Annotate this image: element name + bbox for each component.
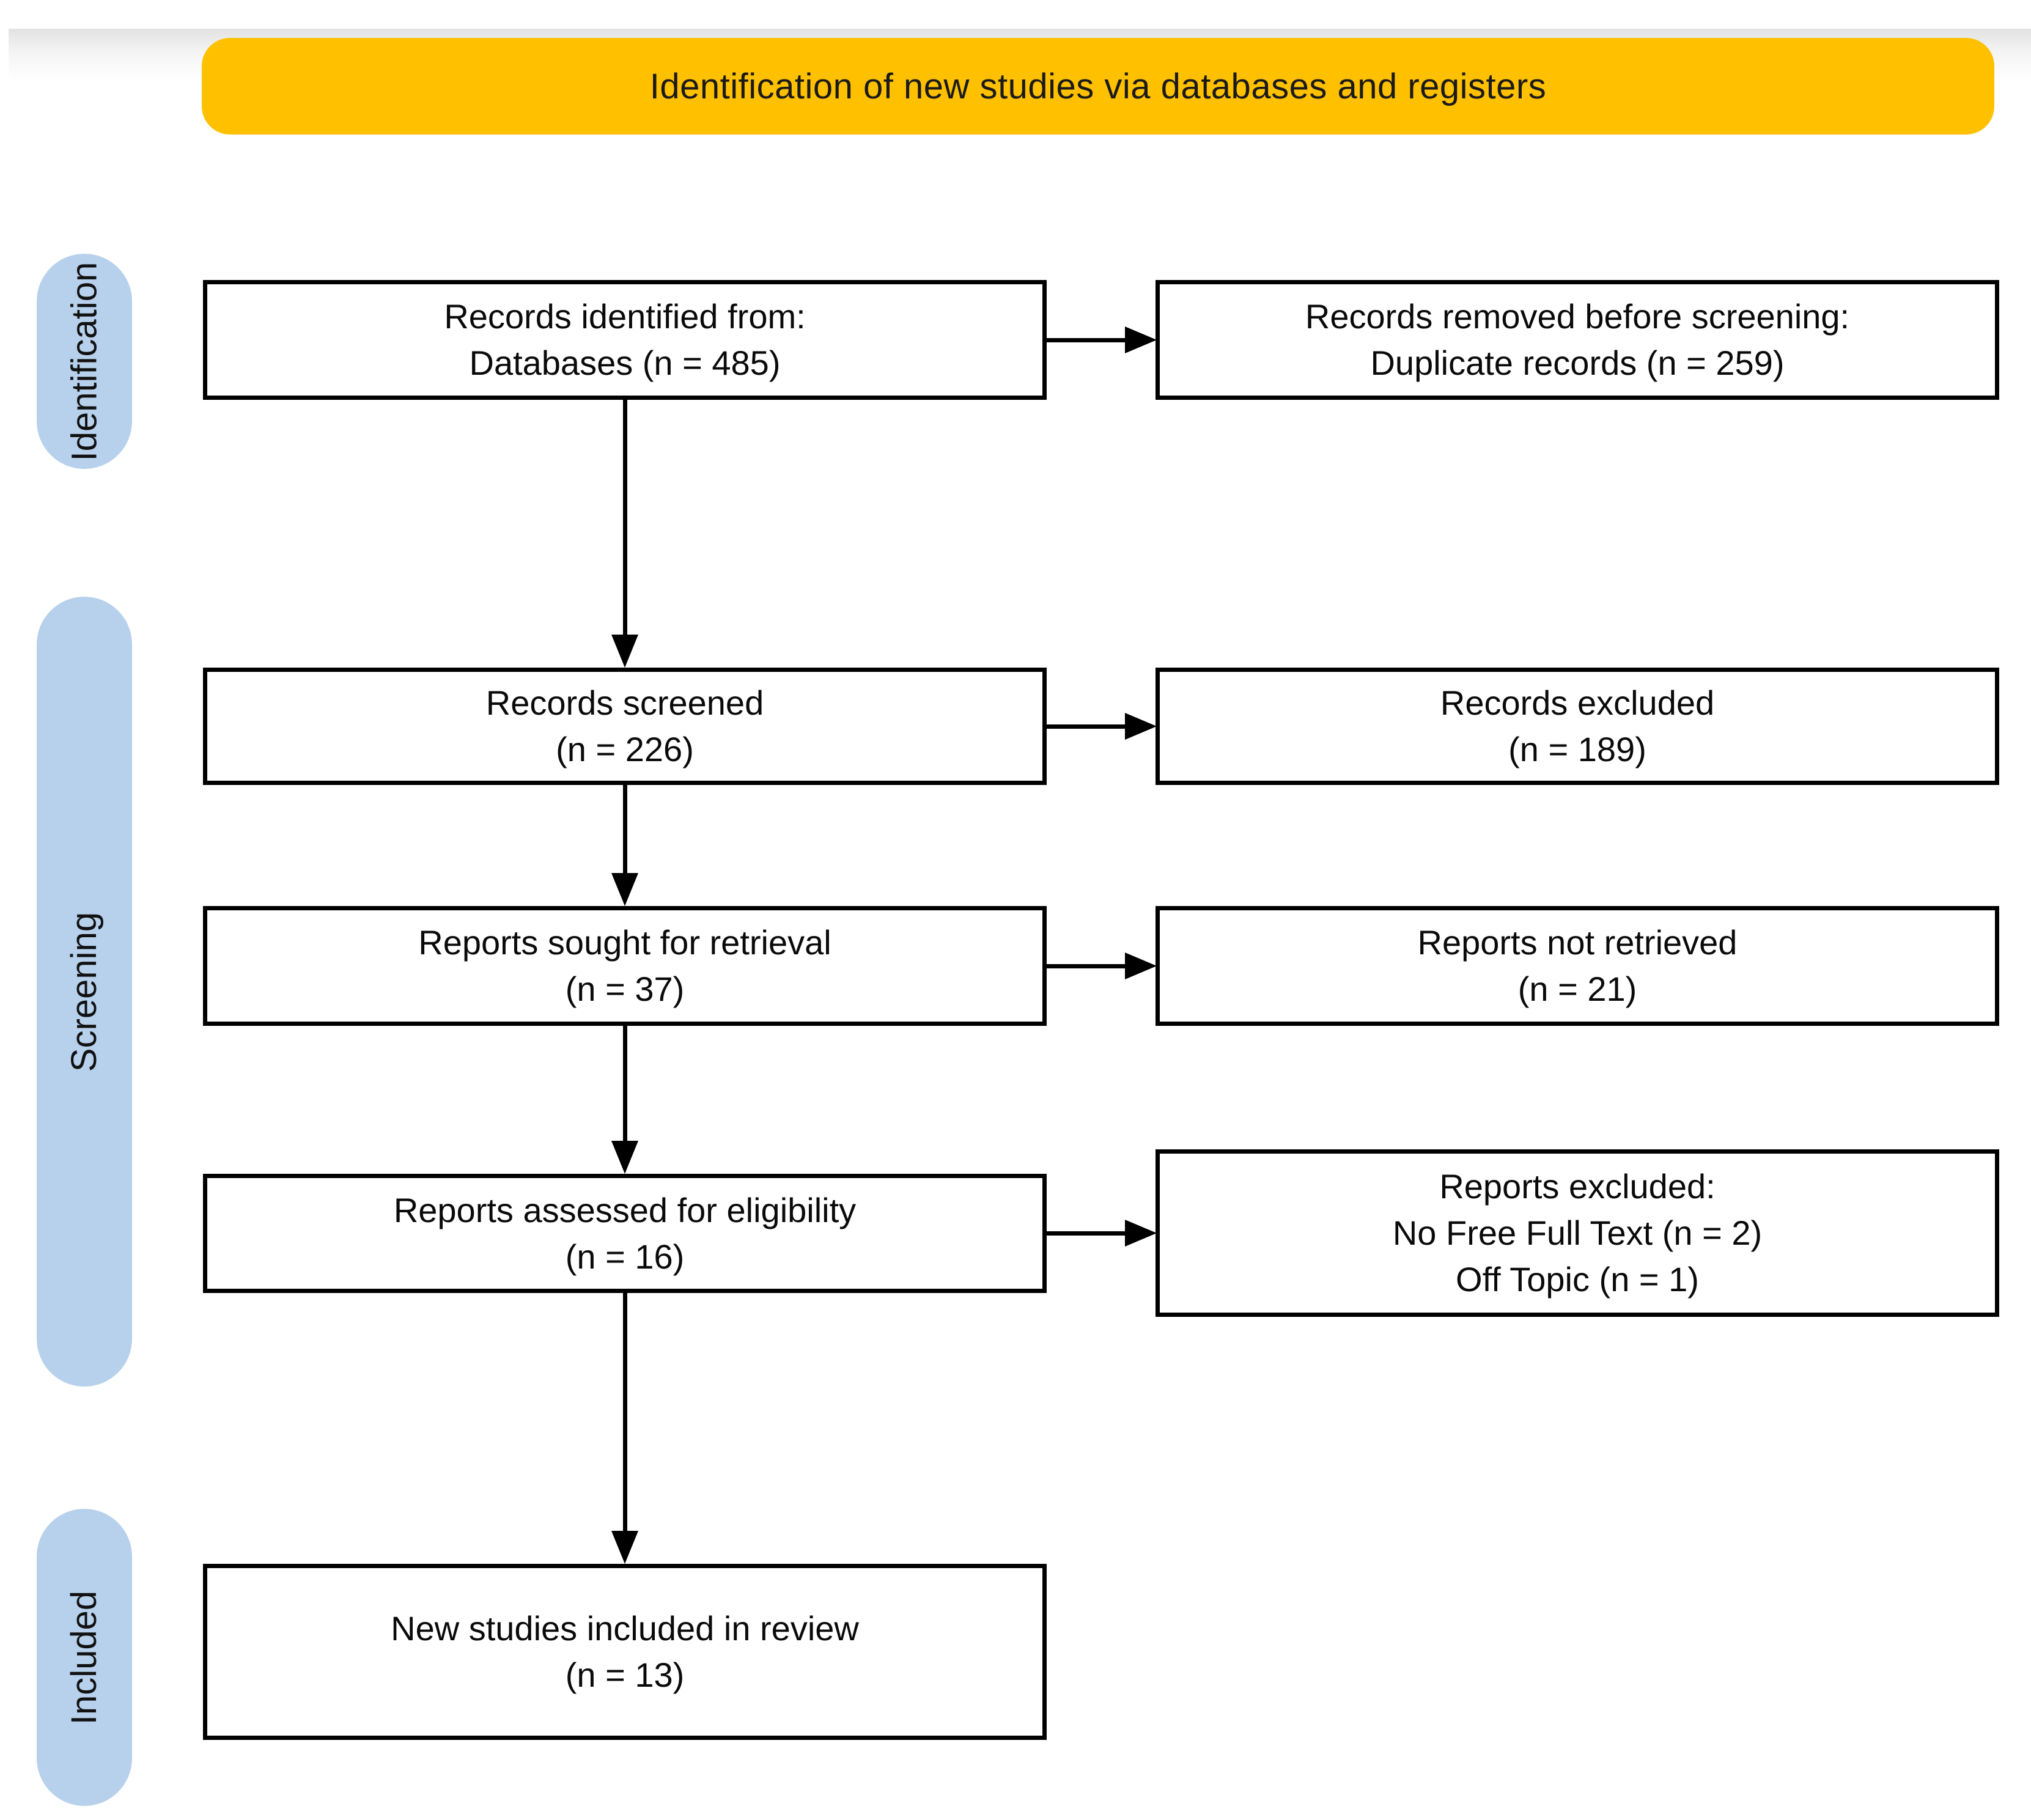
stage-label-identification: Identification <box>64 262 105 461</box>
arrow-line <box>623 1026 627 1142</box>
box-line: (n = 226) <box>556 730 694 768</box>
arrow-head-icon <box>1125 1220 1157 1247</box>
box-records-removed: Records removed before screening: Duplic… <box>1156 280 1999 400</box>
box-line: Records removed before screening: <box>1305 297 1850 336</box>
box-line: (n = 37) <box>565 970 685 1008</box>
arrow-head-icon <box>1125 952 1157 979</box>
box-line: Reports assessed for eligibility <box>393 1190 857 1229</box>
arrow-head-icon <box>1125 326 1157 353</box>
banner-title: Identification of new studies via databa… <box>202 38 1994 134</box>
box-line: Databases (n = 485) <box>469 344 781 382</box>
box-line: Records excluded <box>1440 683 1715 722</box>
box-line: (n = 16) <box>565 1237 685 1276</box>
box-records-identified: Records identified from: Databases (n = … <box>203 280 1047 400</box>
arrow-line <box>623 1293 627 1533</box>
box-line: Reports not retrieved <box>1417 923 1738 962</box>
arrow-head-icon <box>611 1531 638 1564</box>
box-new-studies-included: New studies included in review (n = 13) <box>203 1564 1047 1740</box>
box-line: Reports sought for retrieval <box>418 923 831 962</box>
box-reports-excluded: Reports excluded: No Free Full Text (n =… <box>1156 1149 1999 1317</box>
box-line: Records identified from: <box>444 297 806 336</box>
arrow-head-icon <box>611 873 638 906</box>
arrow-line <box>623 400 627 637</box>
stage-pill-included: Included <box>37 1509 132 1806</box>
arrow-line <box>1047 1231 1126 1236</box>
arrow-line <box>1047 964 1126 968</box>
box-reports-assessed: Reports assessed for eligibility (n = 16… <box>203 1174 1047 1293</box>
box-line: (n = 189) <box>1508 730 1646 768</box>
arrow-head-icon <box>1125 713 1157 740</box>
box-records-excluded: Records excluded (n = 189) <box>1156 668 1999 785</box>
stage-pill-screening: Screening <box>37 597 132 1387</box>
box-reports-sought: Reports sought for retrieval (n = 37) <box>203 906 1047 1026</box>
box-reports-not-retrieved: Reports not retrieved (n = 21) <box>1156 906 1999 1026</box>
arrow-line <box>623 785 627 875</box>
box-line: (n = 13) <box>565 1656 685 1694</box>
arrow-line <box>1047 724 1126 729</box>
box-line: Reports excluded: <box>1439 1167 1716 1206</box>
box-line: Off Topic (n = 1) <box>1456 1260 1699 1299</box>
box-line: Records screened <box>485 683 764 722</box>
stage-label-included: Included <box>64 1590 105 1725</box>
arrow-head-icon <box>611 635 638 668</box>
stage-label-screening: Screening <box>64 912 105 1072</box>
box-records-screened: Records screened (n = 226) <box>203 668 1047 785</box>
box-line: (n = 21) <box>1517 970 1637 1008</box>
stage-pill-identification: Identification <box>37 254 132 469</box>
box-line: Duplicate records (n = 259) <box>1370 344 1785 382</box>
box-line: No Free Full Text (n = 2) <box>1392 1214 1763 1252</box>
arrow-head-icon <box>611 1141 638 1174</box>
box-line: New studies included in review <box>391 1609 859 1648</box>
arrow-line <box>1047 338 1126 342</box>
